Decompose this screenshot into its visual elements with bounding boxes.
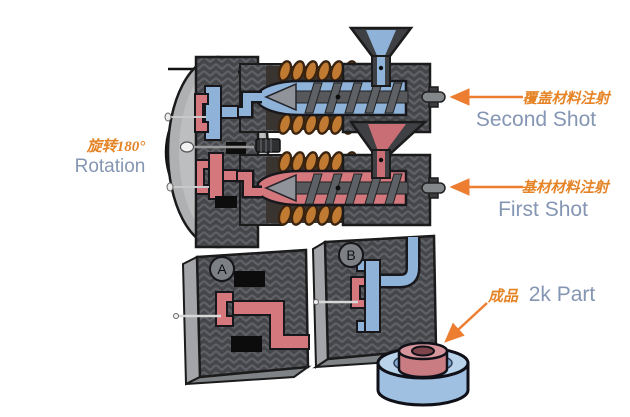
mold-b-second-shot-cavity — [364, 259, 381, 333]
lower-nozzle-tip — [421, 182, 446, 194]
finished-part-label-zh: 成品 — [487, 288, 519, 305]
mold-b-insert — [350, 276, 366, 309]
lower-screw — [264, 173, 409, 205]
mold-b-letter: B — [346, 247, 355, 263]
second-shot-label-en: Second Shot — [476, 108, 596, 131]
upper-screw-tip — [264, 82, 297, 112]
second-shot-hopper — [348, 26, 414, 87]
rotation-label-en: Rotation — [75, 156, 146, 177]
lower-screw-tip — [264, 173, 297, 203]
mold-a-badge — [209, 256, 235, 282]
finished-part-label-en: 2k Part — [529, 283, 596, 306]
upper-nozzle-tip — [421, 91, 446, 103]
mold-b-second-shot-runner — [379, 237, 418, 286]
upper-screw — [264, 82, 409, 114]
ejector-pins — [164, 112, 254, 192]
first-shot-runner-cavity — [195, 142, 262, 208]
first-shot-label-en: First Shot — [498, 198, 588, 221]
platen-axle-knob — [179, 141, 195, 153]
part-pointer-line — [444, 302, 488, 343]
mold-b-badge — [338, 242, 364, 268]
overmolded-insert — [194, 93, 209, 133]
second-shot-label-zh: 覆盖材料注射 — [523, 90, 612, 107]
first-shot-label-zh: 基材材料注射 — [522, 179, 611, 196]
second-shot-runner-cavity — [194, 85, 262, 141]
tie-bar-bolt — [255, 138, 281, 153]
mold-a-letter: A — [217, 261, 227, 277]
mold-half-a: A — [173, 248, 312, 386]
mold-a-first-shot-cavity — [232, 300, 310, 350]
finished-2k-part — [376, 341, 470, 407]
part-hole — [411, 345, 435, 357]
rotation-label-zh: 旋转180° — [86, 138, 146, 155]
mold-half-b: B — [311, 234, 440, 369]
first-shot-hopper — [348, 120, 429, 179]
